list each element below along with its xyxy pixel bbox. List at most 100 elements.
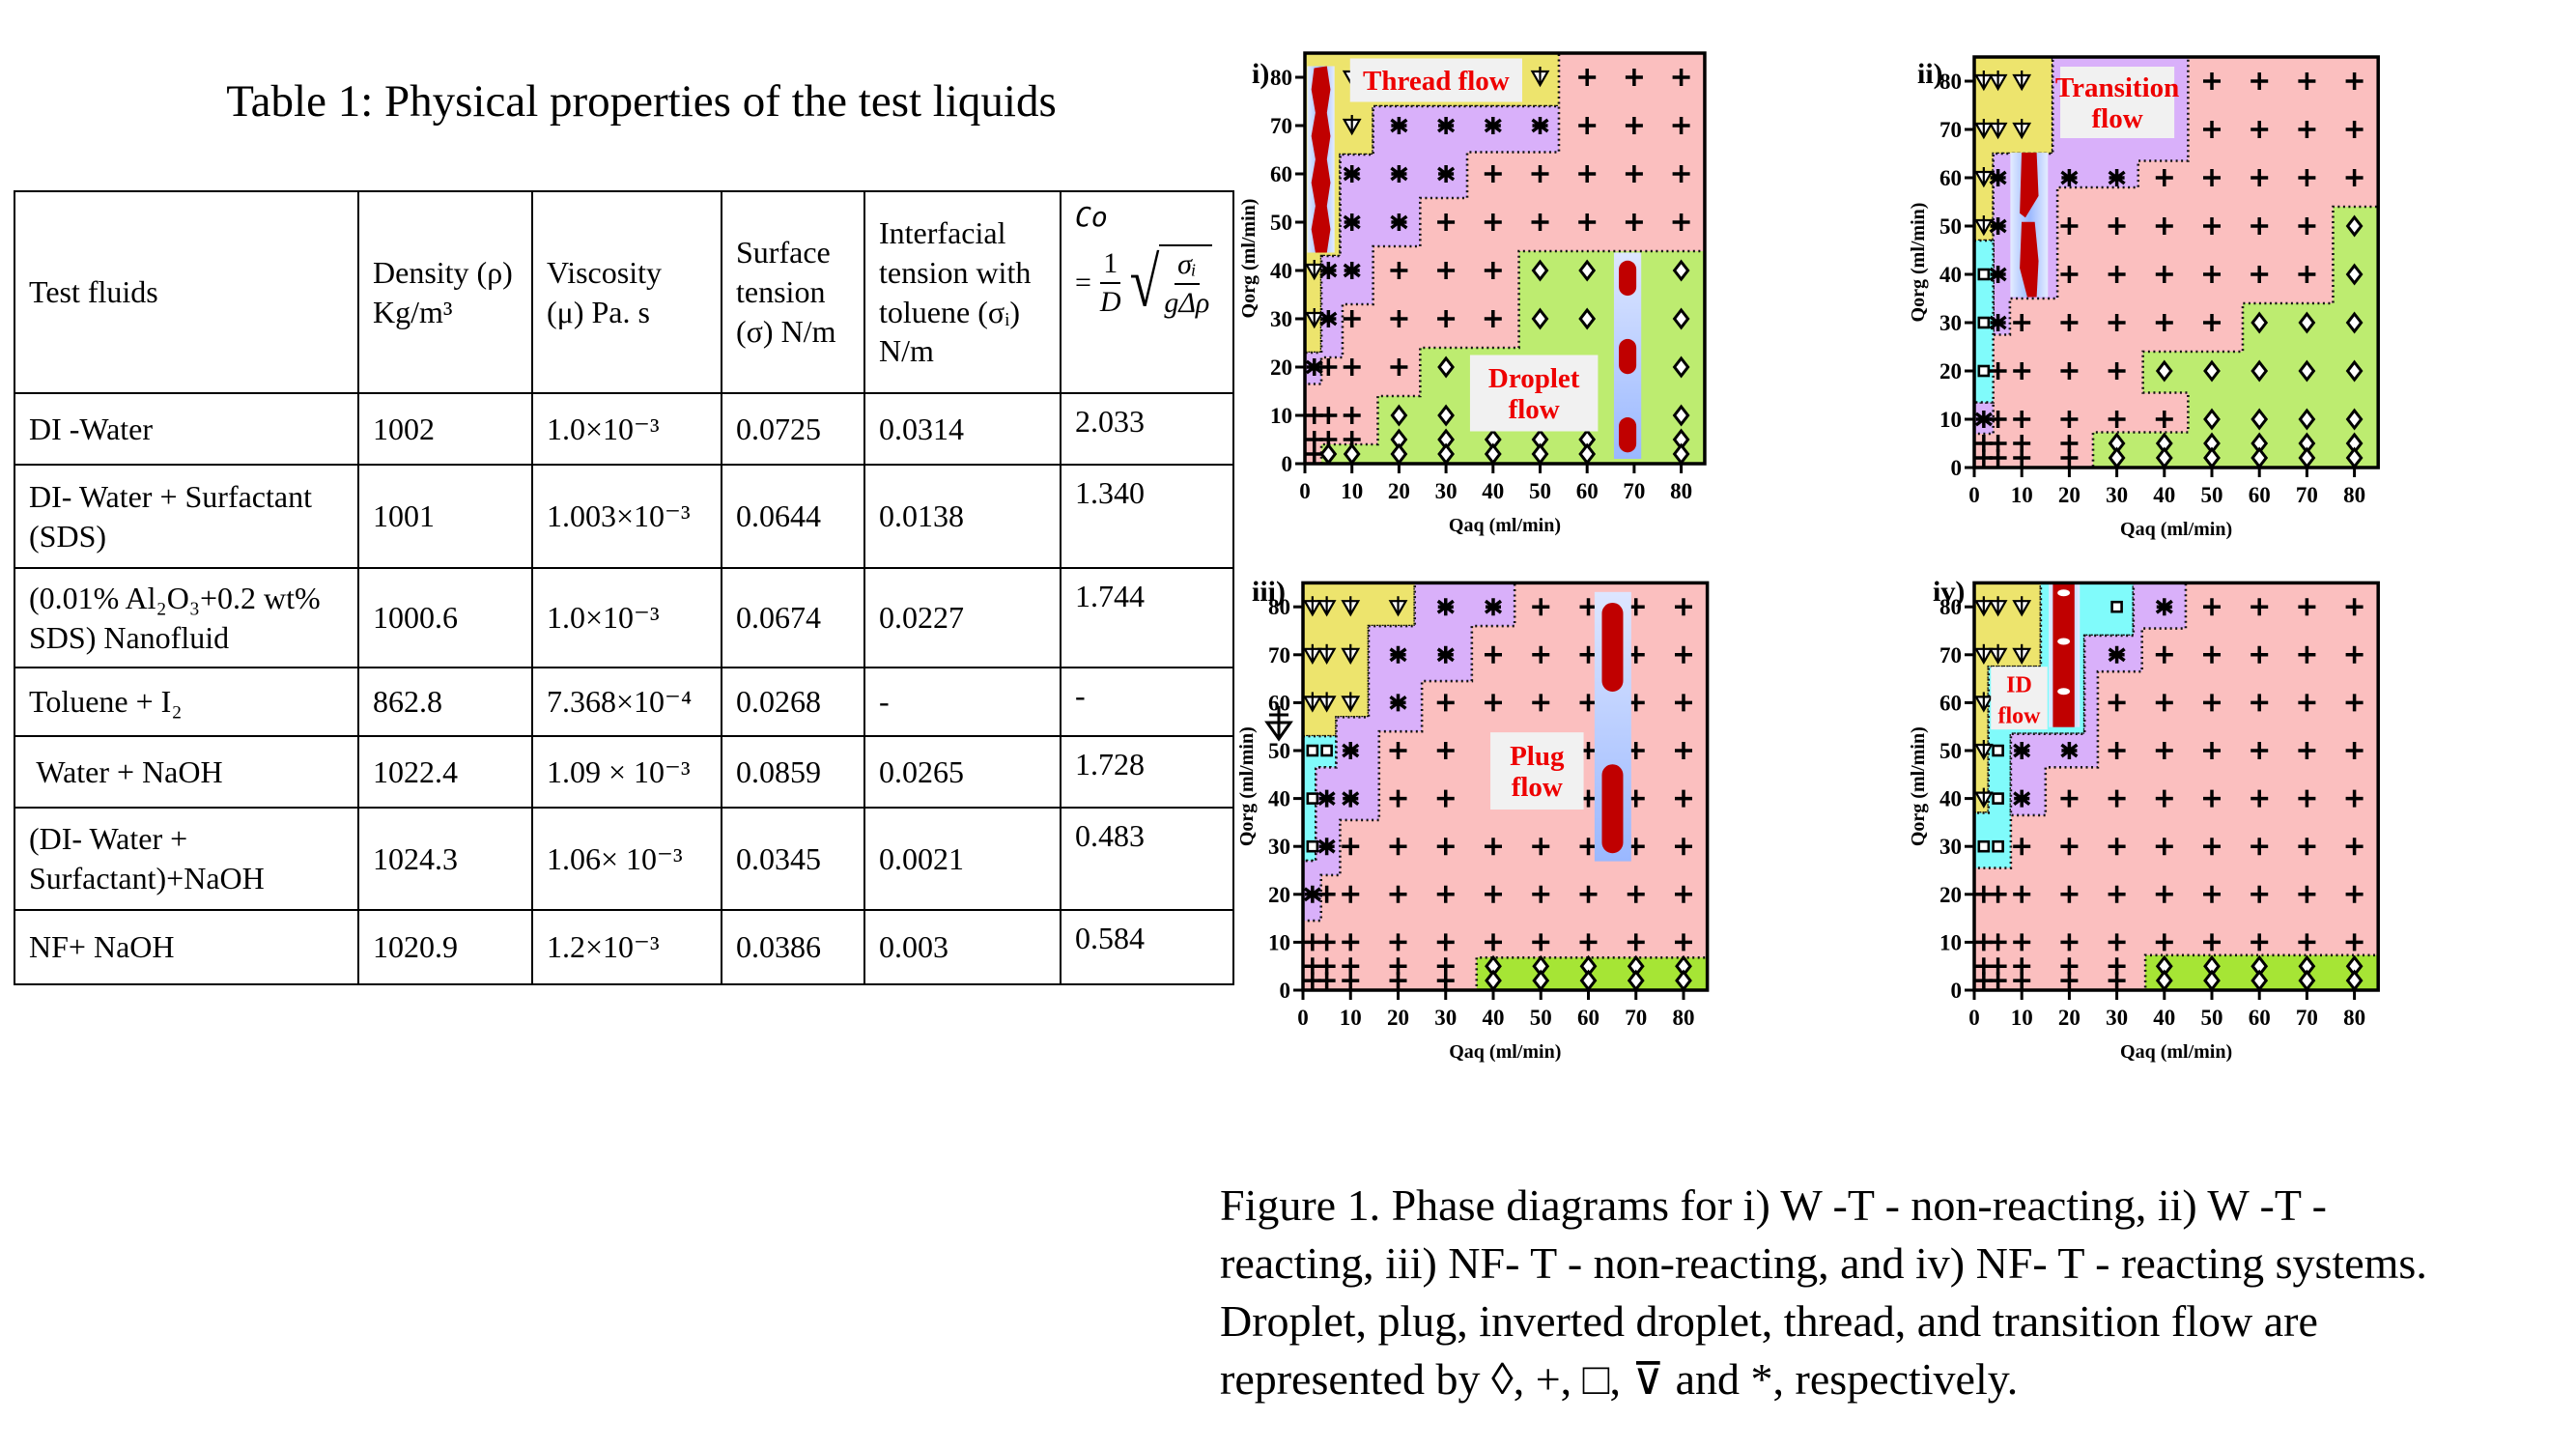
marker-droplet-icon bbox=[2298, 408, 2316, 431]
co-label: Co bbox=[1075, 201, 1108, 233]
marker-inverted-droplet-icon bbox=[1306, 744, 1319, 757]
marker-plug-icon bbox=[2298, 266, 2316, 283]
marker-plug-icon bbox=[2108, 217, 2126, 235]
marker-plug-icon bbox=[1675, 885, 1692, 903]
stray-thread-marker-icon bbox=[1264, 706, 1293, 742]
region-transition bbox=[1303, 104, 1561, 385]
marker-thread-icon bbox=[1988, 119, 2008, 140]
marker-transition-icon bbox=[1974, 411, 1993, 428]
x-tick-label: 50 bbox=[1530, 1006, 1552, 1030]
marker-transition-icon bbox=[1319, 262, 1338, 279]
cell-interfacial: 0.0265 bbox=[863, 735, 1062, 809]
marker-plug-icon bbox=[2108, 838, 2126, 856]
droplet-icon bbox=[1619, 417, 1637, 453]
y-axis-label: Qorg (ml/min) bbox=[1908, 203, 1929, 323]
marker-plug-icon bbox=[2345, 789, 2364, 808]
x-tick-label: 30 bbox=[2106, 1006, 2128, 1030]
cell-co: 1.744 bbox=[1060, 567, 1234, 668]
x-tick-label: 20 bbox=[1388, 479, 1410, 503]
marker-plug-icon bbox=[2345, 885, 2364, 903]
marker-droplet-icon bbox=[1578, 307, 1597, 330]
x-tick-label: 60 bbox=[2249, 1006, 2271, 1030]
x-axis-label: Qaq (ml/min) bbox=[1449, 515, 1561, 536]
marker-plug-icon bbox=[1437, 262, 1456, 279]
formula-numerator: 1 bbox=[1100, 245, 1121, 285]
marker-plug-icon bbox=[2203, 694, 2221, 712]
marker-plug-icon bbox=[2345, 121, 2364, 138]
marker-plug-icon bbox=[1485, 645, 1502, 664]
marker-inverted-droplet-icon bbox=[2110, 600, 2123, 613]
y-tick-label: 70 bbox=[1270, 114, 1292, 138]
marker-transition-icon bbox=[1342, 742, 1360, 759]
marker-plug-icon bbox=[2203, 169, 2221, 186]
flow-label-text: ID bbox=[2006, 673, 2032, 698]
marker-plug-icon bbox=[2250, 838, 2269, 856]
x-tick-label: 0 bbox=[1968, 1006, 1980, 1030]
header-line: Surface bbox=[736, 235, 831, 270]
marker-plug-icon bbox=[1675, 838, 1692, 856]
x-axis-label: Qaq (ml/min) bbox=[1449, 1041, 1561, 1063]
marker-plug-icon bbox=[2155, 645, 2173, 664]
marker-thread-icon bbox=[2012, 596, 2032, 617]
x-tick-label: 20 bbox=[2058, 483, 2081, 507]
marker-plug-icon bbox=[1531, 165, 1549, 183]
cell-density: 1002 bbox=[357, 392, 533, 466]
cell-density: 862.8 bbox=[357, 667, 533, 737]
flow-label-text: flow bbox=[1997, 704, 2041, 729]
marker-plug-icon bbox=[1532, 645, 1550, 664]
marker-transition-icon bbox=[1305, 358, 1323, 376]
marker-plug-icon bbox=[1578, 69, 1597, 86]
marker-thread-icon bbox=[1530, 67, 1550, 88]
marker-plug-icon bbox=[2060, 217, 2079, 235]
plot-frame bbox=[1303, 51, 1707, 466]
figure-caption: Figure 1. Phase diagrams for i) W -T - n… bbox=[1220, 1177, 2427, 1408]
marker-plug-icon bbox=[1532, 885, 1550, 903]
cell-density: 1001 bbox=[357, 464, 533, 569]
label-background bbox=[2060, 67, 2175, 138]
marker-plug-icon bbox=[2155, 169, 2173, 186]
marker-thread-icon bbox=[1316, 692, 1337, 713]
marker-plug-icon bbox=[2108, 362, 2126, 380]
marker-inverted-droplet-icon bbox=[1992, 744, 2004, 757]
marker-plug-icon bbox=[2155, 266, 2173, 283]
cell-density: 1022.4 bbox=[357, 735, 533, 809]
y-tick-label: 80 bbox=[1270, 66, 1292, 90]
marker-plug-icon bbox=[2203, 266, 2221, 283]
marker-transition-icon bbox=[1389, 645, 1407, 664]
x-tick-label: 10 bbox=[1340, 1006, 1362, 1030]
marker-droplet-icon bbox=[1672, 259, 1690, 282]
y-tick-label: 30 bbox=[1939, 835, 1962, 859]
cell-density: 1024.3 bbox=[357, 807, 533, 911]
caption-line: Figure 1. Phase diagrams for i) W -T - n… bbox=[1220, 1180, 2327, 1230]
y-tick-label: 60 bbox=[1268, 691, 1290, 715]
cell-density: 1000.6 bbox=[357, 567, 533, 668]
blob-icon bbox=[2020, 221, 2039, 298]
marker-plug-icon bbox=[2250, 72, 2269, 90]
formula-denominator: D bbox=[1099, 286, 1121, 319]
x-tick-label: 40 bbox=[2153, 483, 2175, 507]
marker-transition-icon bbox=[1390, 213, 1408, 231]
marker-droplet-icon bbox=[1390, 404, 1408, 427]
y-tick-label: 40 bbox=[1268, 787, 1290, 811]
y-tick-label: 20 bbox=[1270, 355, 1292, 380]
thread-icon bbox=[1311, 66, 1331, 253]
marker-plug-icon bbox=[2203, 72, 2221, 90]
marker-droplet-icon bbox=[1437, 404, 1456, 427]
x-tick-label: 60 bbox=[1576, 479, 1599, 503]
y-tick-label: 10 bbox=[1270, 404, 1292, 428]
marker-plug-icon bbox=[1436, 885, 1455, 903]
marker-plug-icon bbox=[1989, 362, 2007, 380]
cell-test-fluid: (DI- Water +Surfactant)+NaOH bbox=[14, 807, 359, 911]
marker-thread-icon bbox=[1341, 596, 1361, 617]
y-tick-label: 70 bbox=[1939, 118, 1962, 142]
marker-plug-icon bbox=[1436, 694, 1455, 712]
